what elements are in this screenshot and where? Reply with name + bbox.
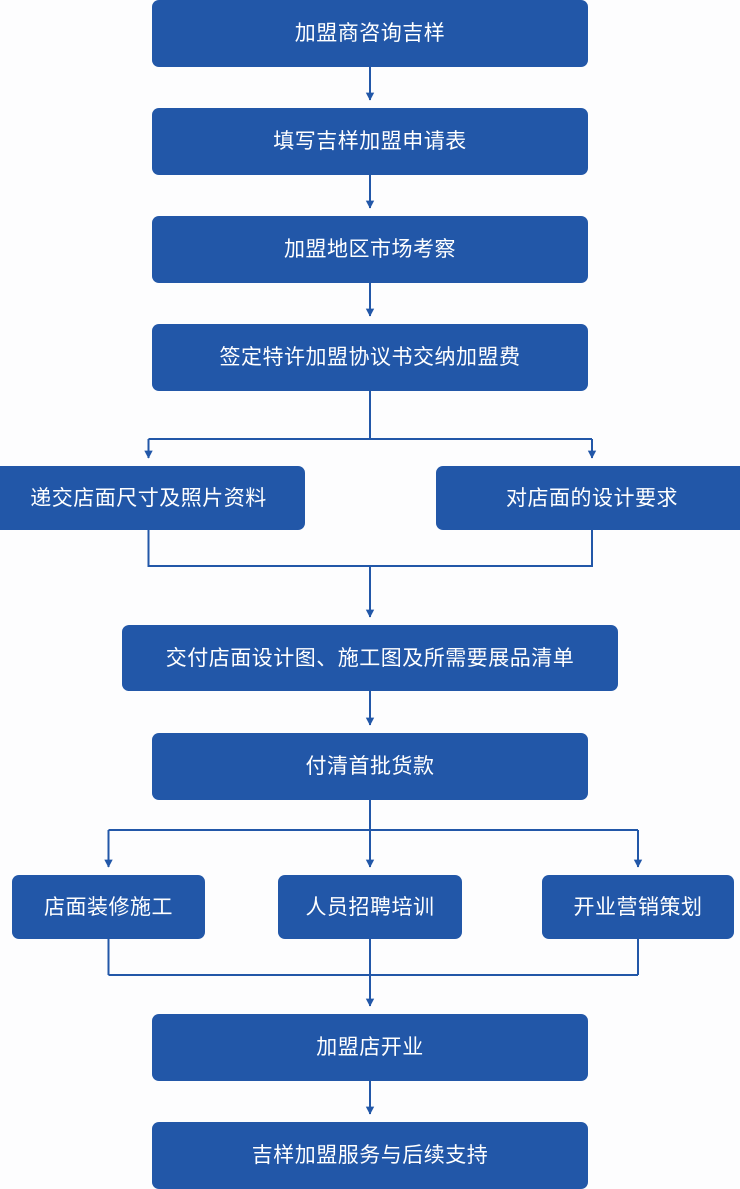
process-node-label: 加盟店开业 xyxy=(316,1036,424,1059)
process-node-n6[interactable]: 对店面的设计要求 xyxy=(436,466,740,530)
process-node-label: 人员招聘培训 xyxy=(305,895,435,919)
process-node-label: 递交店面尺寸及照片资料 xyxy=(30,486,267,510)
process-node-n13[interactable]: 吉样加盟服务与后续支持 xyxy=(152,1122,588,1189)
process-node-n1[interactable]: 加盟商咨询吉样 xyxy=(152,0,588,67)
process-node-n12[interactable]: 加盟店开业 xyxy=(152,1014,588,1081)
merge-n5-n6-to-n7-bus xyxy=(147,530,594,568)
process-node-label: 付清首批货款 xyxy=(305,755,435,778)
process-node-n9[interactable]: 店面装修施工 xyxy=(12,875,205,939)
process-node-label: 店面装修施工 xyxy=(44,895,173,919)
process-node-n5[interactable]: 递交店面尺寸及照片资料 xyxy=(0,466,305,530)
process-node-n7[interactable]: 交付店面设计图、施工图及所需要展品清单 xyxy=(122,625,618,691)
process-node-n4[interactable]: 签定特许加盟协议书交纳加盟费 xyxy=(152,324,588,391)
process-node-label: 加盟商咨询吉样 xyxy=(294,22,446,45)
process-node-n8[interactable]: 付清首批货款 xyxy=(152,733,588,800)
process-node-n3[interactable]: 加盟地区市场考察 xyxy=(152,216,588,283)
process-node-label: 吉样加盟服务与后续支持 xyxy=(251,1144,489,1167)
process-node-n11[interactable]: 开业营销策划 xyxy=(542,875,734,939)
process-node-label: 开业营销策划 xyxy=(573,895,703,919)
process-node-label: 签定特许加盟协议书交纳加盟费 xyxy=(219,346,521,369)
process-node-label: 交付店面设计图、施工图及所需要展品清单 xyxy=(165,646,575,670)
split-n4-to-n5-n6-bus xyxy=(148,391,592,441)
split-n8-to-n9-n10-n11-bus xyxy=(108,800,638,832)
process-node-label: 对店面的设计要求 xyxy=(506,486,678,510)
process-node-label: 加盟地区市场考察 xyxy=(284,238,456,261)
process-node-n2[interactable]: 填写吉样加盟申请表 xyxy=(152,108,588,175)
process-node-label: 填写吉样加盟申请表 xyxy=(273,130,467,153)
process-node-n10[interactable]: 人员招聘培训 xyxy=(278,875,462,939)
